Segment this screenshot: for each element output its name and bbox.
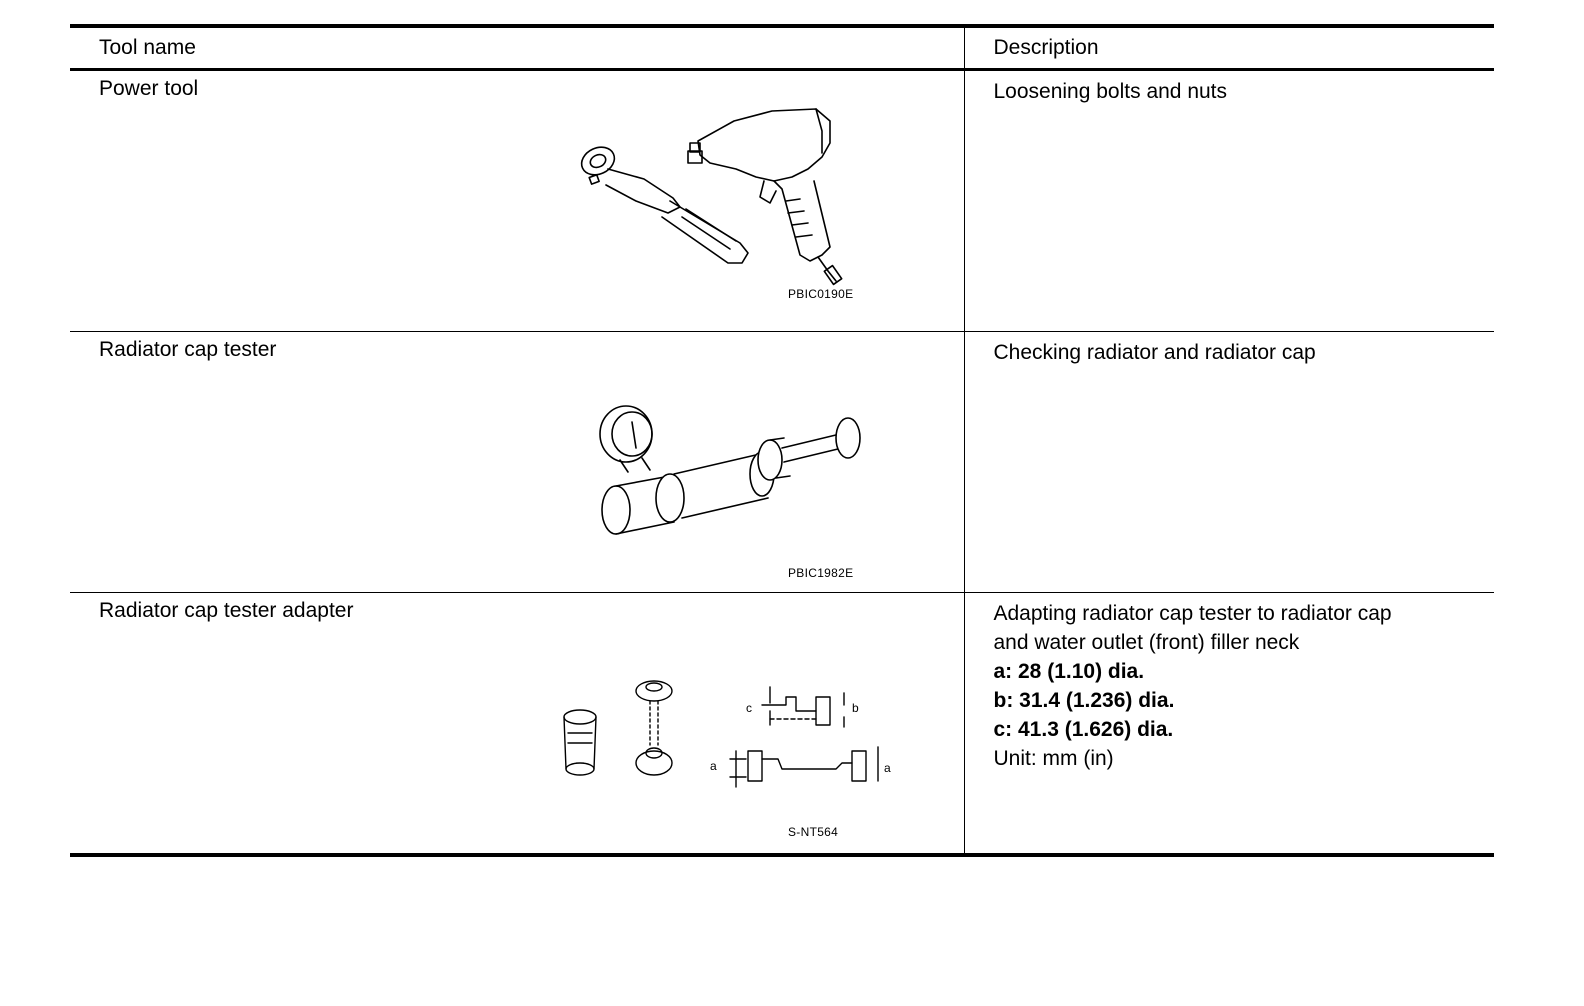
description-line: and water outlet (front) filler neck	[993, 631, 1300, 654]
table-row: Power tool	[70, 69, 1494, 332]
table-row: Radiator cap tester	[70, 331, 1494, 593]
figure-code: PBIC0190E	[788, 287, 854, 301]
special-tools-table: Tool name Description Power tool	[70, 24, 1494, 857]
table-header-row: Tool name Description	[70, 26, 1494, 71]
unit-note: Unit: mm (in)	[993, 747, 1114, 770]
description-line: Adapting radiator cap tester to radiator…	[993, 602, 1392, 625]
dimension-c: c: 41.3 (1.626) dia.	[993, 718, 1174, 741]
dimension-label-a: a	[710, 759, 717, 773]
tool-name-cell: Radiator cap tester	[70, 332, 964, 593]
table-row: Radiator cap tester adapter	[70, 592, 1494, 856]
figure-code: S-NT564	[788, 825, 839, 839]
radiator-cap-tester-icon	[599, 405, 861, 535]
dimension-label-a-right: a	[884, 761, 891, 775]
power-tools-icon	[580, 108, 843, 286]
dimension-a: a: 28 (1.10) dia.	[993, 660, 1145, 683]
figure-code: PBIC1982E	[788, 566, 854, 580]
tool-description-cell: Adapting radiator cap tester to radiator…	[963, 592, 1494, 855]
dimension-b: b: 31.4 (1.236) dia.	[993, 689, 1175, 712]
dimension-label-c: c	[746, 701, 753, 715]
tool-name: Power tool	[99, 77, 199, 100]
header-description: Description	[963, 26, 1494, 71]
description-line: Loosening bolts and nuts	[993, 80, 1228, 103]
tool-description-cell: Checking radiator and radiator cap	[963, 331, 1494, 593]
description-line: Checking radiator and radiator cap	[993, 341, 1316, 364]
tool-description-cell: Loosening bolts and nuts	[963, 69, 1494, 332]
tool-name: Radiator cap tester	[99, 338, 277, 361]
radiator-cap-tester-adapter-icon	[563, 680, 879, 788]
tool-name-cell: Radiator cap tester adapter	[70, 593, 964, 856]
tool-name: Radiator cap tester adapter	[99, 599, 354, 622]
header-tool-name: Tool name	[70, 26, 964, 71]
tool-name-cell: Power tool	[70, 70, 964, 332]
dimension-label-b: b	[852, 701, 859, 715]
